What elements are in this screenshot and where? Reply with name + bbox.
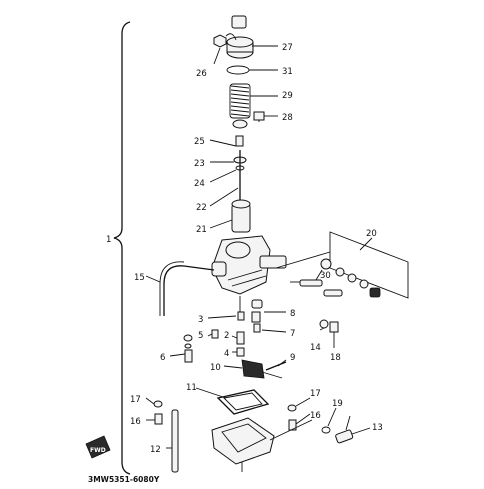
part-washer-28 [232,111,265,129]
callout-16-right: 16 [310,411,321,421]
callout-25: 25 [194,137,205,147]
part-mixing-chamber-top [225,33,254,59]
callout-31: 31 [282,67,293,77]
leader-lines [145,45,373,449]
callout-1: 1 [106,235,111,245]
callout-28: 28 [282,113,293,123]
part-gasket-11 [216,389,270,415]
callout-11: 11 [186,383,197,393]
diagram-code: 3MW5351-6080Y [88,475,160,484]
callout-8: 8 [290,309,295,319]
callout-17-right: 17 [310,389,321,399]
callout-3: 3 [198,315,203,325]
callout-13: 13 [372,423,383,433]
part-group-20-box [275,231,409,299]
callout-17-left: 17 [130,395,141,405]
part-carburetor-body [211,235,287,295]
part-throttle-valve-21 [231,199,251,233]
callout-9: 9 [290,353,295,363]
callout-7: 7 [290,329,295,339]
part-spring-29 [229,83,251,119]
part-drain-screw-3-13-19 [269,419,354,444]
callout-21: 21 [196,225,207,235]
callout-16-left: 16 [130,417,141,427]
part-drain-hose-12 [171,409,179,473]
callout-6: 6 [160,353,165,363]
part-jet-7-8 [251,299,263,333]
callout-10: 10 [210,363,221,373]
callout-27: 27 [282,43,293,53]
part-screw-14-18 [319,319,339,333]
part-float-chamber-bowl [211,417,275,472]
callout-12: 12 [150,445,161,455]
callout-30: 30 [320,271,331,281]
part-float-pin-9 [265,361,287,371]
part-bolt-26 [213,34,227,48]
callout-23: 23 [194,159,205,169]
callout-18: 18 [330,353,341,363]
callout-24: 24 [194,179,205,189]
callout-15: 15 [134,273,145,283]
callout-4: 4 [224,349,229,359]
assembly-bracket [113,21,131,475]
callout-29: 29 [282,91,293,101]
callout-2: 2 [224,331,229,341]
part-screws-16-17-left [153,400,163,425]
callout-22: 22 [196,203,207,213]
callout-19: 19 [332,399,343,409]
part-gasket-31 [226,65,250,75]
part-pilot-screw-6 [183,334,193,363]
part-screws-16-17-right [287,404,297,431]
callout-14: 14 [310,343,321,353]
fwd-arrow-badge: FWD [85,435,111,459]
fwd-label: FWD [90,447,106,454]
callout-26: 26 [196,69,207,79]
callout-20: 20 [366,229,377,239]
part-jets-2-3-4-5 [211,296,245,357]
fuel-hose-15 [163,265,215,316]
part-cap-top [231,15,247,29]
part-needle-assembly [233,135,247,200]
part-screw-30 [290,279,343,297]
part-float-10 [241,359,283,379]
callout-5: 5 [198,331,203,341]
